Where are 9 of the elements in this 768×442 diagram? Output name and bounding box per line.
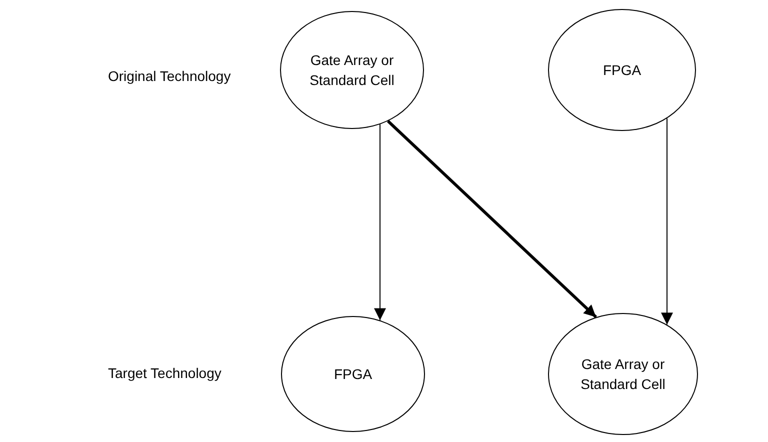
node-label: FPGA	[332, 365, 374, 384]
arrow	[374, 124, 386, 321]
node-label: Gate Array or Standard Cell	[308, 51, 396, 90]
row-label: Target Technology	[108, 365, 222, 381]
row-label: Original Technology	[108, 68, 231, 84]
arrow	[661, 118, 673, 326]
node-label: FPGA	[602, 61, 642, 80]
node-label: Gate Array or Standard Cell	[580, 355, 666, 394]
arrow	[386, 120, 598, 318]
